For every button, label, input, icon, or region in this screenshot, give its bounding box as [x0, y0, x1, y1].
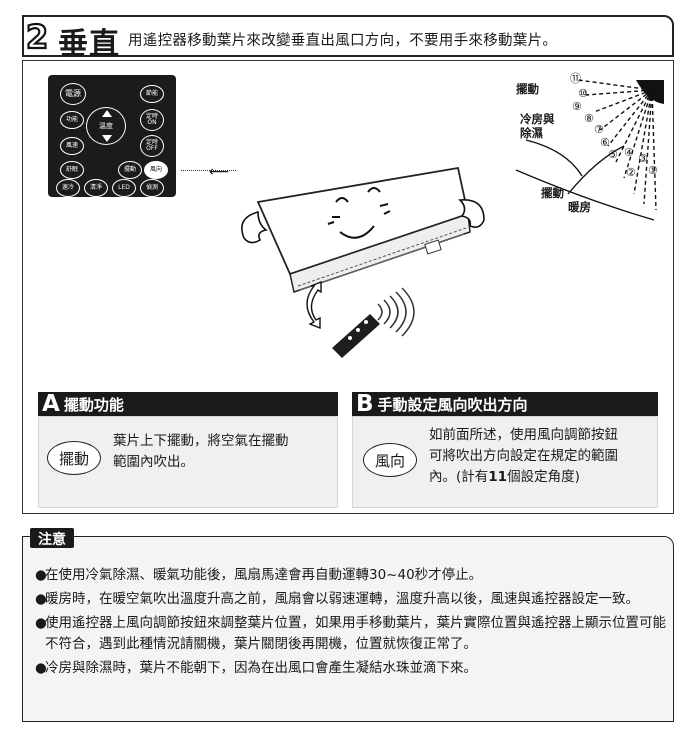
left-arrow-icon: ⟵: [209, 164, 230, 180]
remote-button-power: 電源: [60, 83, 86, 105]
remote-control: 電源 節能 功能 溫度 定時 ON 風速 定時 OFF 舒眠 擺動 風向 速冷 …: [48, 75, 176, 197]
down-arrow-icon: [102, 135, 112, 142]
remote-button-eco: 節能: [140, 85, 164, 103]
heading-bar: 2 垂直 用遙控器移動葉片來改變垂直出風口方向，不要用手來移動葉片。: [22, 15, 674, 62]
ac-cartoon-face: [327, 187, 391, 239]
section-b-text: 如前面所述，使用風向調節按鈕 可將吹出方向設定在規定的範圍 內。(計有11個設定…: [429, 425, 657, 488]
handheld-remote-icon: [332, 314, 380, 358]
remote-button-fast-cool: 速冷: [56, 179, 80, 197]
bullet-icon: ●: [35, 660, 47, 676]
section-b-line-1: 如前面所述，使用風向調節按鈕: [429, 427, 618, 443]
note-item: ●暖房時，在暖空氣吹出溫度升高之前，風扇會以弱速運轉，溫度升高以後，風速與遙控器…: [35, 589, 667, 610]
remote-temperature-label: 溫度: [99, 122, 113, 130]
svg-text:⑤: ⑤: [608, 148, 618, 161]
remote-temperature-pad: 溫度: [86, 107, 126, 145]
svg-text:②: ②: [626, 166, 636, 179]
section-a-letter: A: [42, 390, 60, 417]
vane-position-numbers: ⑪ ⑩ ⑨ ⑧ ⑦ ⑥ ⑤ ④ ③ ② ①: [570, 72, 658, 179]
swing-button-pill: 擺動: [47, 441, 101, 475]
notes-title: 注意: [30, 528, 74, 548]
signal-waves-icon: [377, 287, 415, 337]
svg-text:⑪: ⑪: [570, 72, 581, 85]
remote-button-airflow: 風向: [144, 161, 168, 179]
air-conditioner-illustration: [241, 166, 485, 358]
swing-arrow-icon: [306, 280, 322, 330]
svg-text:⑧: ⑧: [584, 112, 594, 125]
airflow-button-pill: 風向: [363, 443, 417, 477]
up-arrow-icon: [102, 110, 112, 117]
remote-button-timer-off: 定時 OFF: [140, 135, 164, 157]
section-a-text: 葉片上下擺動，將空氣在擺動 範圍內吹出。: [113, 431, 333, 473]
vane-direction-lines: [577, 79, 657, 211]
ac-hands: [241, 199, 485, 244]
ac-unit-body: [256, 166, 471, 293]
remote-button-led: LED: [112, 179, 136, 197]
section-b-letter: B: [356, 390, 374, 417]
label-cool-dry: 冷房與 除濕: [520, 112, 555, 141]
notes-frame: [22, 536, 674, 722]
remote-button-purify: 清淨: [84, 179, 108, 197]
heading-title: 垂直: [58, 27, 120, 62]
label-swing-top: 擺動: [516, 82, 539, 96]
remote-button-detect: 偵測: [140, 179, 164, 197]
svg-text:⑦: ⑦: [594, 123, 604, 136]
vane-angle-diagram: ⑪ ⑩ ⑨ ⑧ ⑦ ⑥ ⑤ ④ ③ ② ①: [515, 72, 664, 221]
section-b-box: 風向 如前面所述，使用風向調節按鈕 可將吹出方向設定在規定的範圍 內。(計有11…: [352, 416, 658, 508]
vane-range-arcs: [515, 139, 655, 221]
note-item: ●在使用冷氣除濕、暖氣功能後，風扇馬達會再自動運轉30~40秒才停止。: [35, 565, 667, 586]
section-b-header: B 手動設定風向吹出方向: [352, 392, 658, 416]
remote-button-fan-speed: 風速: [60, 137, 84, 155]
label-swing-bottom: 擺動: [541, 186, 564, 200]
section-b-title: 手動設定風向吹出方向: [377, 395, 528, 414]
svg-text:⑨: ⑨: [572, 100, 582, 113]
section-a-header: A 擺動功能: [38, 392, 338, 416]
note-item: ●冷房與除濕時，葉片不能朝下，因為在出風口會產生凝結水珠並滴下來。: [35, 658, 667, 679]
remote-button-sleep: 舒眠: [60, 161, 84, 179]
remote-button-timer-on: 定時 ON: [140, 109, 164, 131]
svg-text:⑩: ⑩: [578, 87, 588, 100]
bullet-icon: ●: [35, 591, 47, 607]
svg-text:⑥: ⑥: [600, 136, 610, 149]
svg-text:①: ①: [648, 164, 658, 177]
section-a-line-2: 範圍內吹出。: [113, 454, 194, 470]
svg-text:2: 2: [26, 19, 48, 53]
section-b-line-2: 可將吹出方向設定在規定的範圍: [429, 448, 618, 464]
notes-list: ●在使用冷氣除濕、暖氣功能後，風扇馬達會再自動運轉30~40秒才停止。 ●暖房時…: [35, 565, 667, 682]
heading-description: 用遙控器移動葉片來改變垂直出風口方向，不要用手來移動葉片。: [128, 33, 558, 49]
bullet-icon: ●: [35, 615, 47, 631]
bullet-icon: ●: [35, 567, 47, 583]
section-a-title: 擺動功能: [63, 395, 124, 414]
angle-count: 11: [488, 469, 508, 485]
callout-dotted-line: [181, 170, 236, 171]
note-item: ●使用遙控器上風向調節按鈕來調整葉片位置，如果用手移動葉片，葉片實際位置與遙控器…: [35, 615, 666, 652]
svg-text:④: ④: [624, 146, 634, 159]
number-badge-icon: 2: [25, 19, 49, 53]
section-a-line-1: 葉片上下擺動，將空氣在擺動: [113, 433, 289, 449]
remote-button-function: 功能: [60, 111, 84, 129]
remote-button-swing: 擺動: [118, 161, 142, 179]
svg-text:③: ③: [638, 152, 648, 165]
label-heat: 暖房: [568, 200, 591, 214]
section-a-box: 擺動 葉片上下擺動，將空氣在擺動 範圍內吹出。: [38, 416, 338, 508]
section-b-line-3: 內。(計有11個設定角度): [429, 469, 580, 485]
